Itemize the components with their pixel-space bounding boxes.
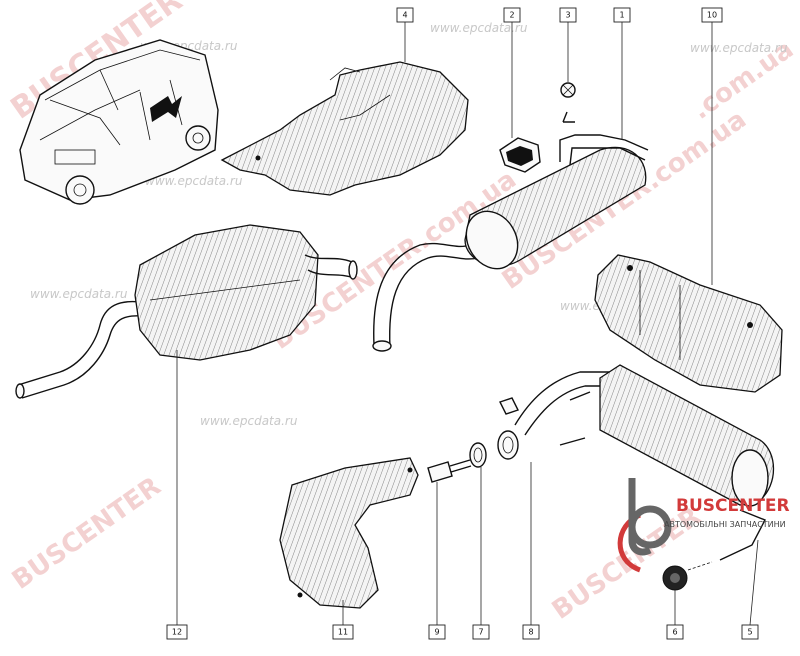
svg-text:9: 9 — [434, 628, 439, 637]
rubber-mount — [499, 137, 541, 173]
callout-3: 3 — [559, 7, 577, 23]
leader-lines — [176, 22, 759, 626]
watermark-epcdata: www.epcdata.ru — [30, 287, 128, 301]
watermark-buscenter: BUSCENTER — [7, 471, 167, 595]
heat-shield-lower — [279, 457, 419, 609]
svg-text:4: 4 — [402, 11, 407, 20]
callout-8: 8 — [522, 624, 540, 640]
svg-text:3: 3 — [565, 11, 570, 20]
svg-text:8: 8 — [528, 628, 533, 637]
svg-text:1: 1 — [619, 11, 624, 20]
svg-text:5: 5 — [747, 628, 752, 637]
callout-9: 9 — [428, 624, 446, 640]
clamp — [560, 82, 576, 123]
callout-11: 11 — [332, 624, 354, 640]
svg-text:10: 10 — [707, 11, 717, 20]
callout-12: 12 — [166, 624, 188, 640]
flange — [497, 397, 519, 460]
heat-shield-right — [594, 254, 783, 393]
watermark-epcdata: www.epcdata.ru — [145, 174, 243, 188]
watermark-epcdata: www.epcdata.ru — [690, 41, 788, 55]
hanger — [662, 561, 713, 591]
svg-text:2: 2 — [509, 11, 514, 20]
callout-1: 1 — [613, 7, 631, 23]
buscenter-logo: BUSCENTER АВТОМОБІЛЬНІ ЗАПЧАСТИНИ — [617, 478, 790, 573]
front-muffler — [372, 134, 649, 352]
heat-shield-top — [220, 61, 469, 196]
rear-muffler — [514, 364, 774, 561]
svg-text:7: 7 — [478, 628, 483, 637]
exhaust-assembly — [15, 224, 358, 399]
callout-4: 4 — [396, 7, 414, 23]
svg-text:11: 11 — [338, 628, 348, 637]
callout-5: 5 — [741, 624, 759, 640]
gasket — [469, 442, 487, 468]
van-illustration — [19, 39, 219, 205]
svg-text:6: 6 — [672, 628, 677, 637]
callout-10: 10 — [701, 7, 723, 23]
callout-6: 6 — [666, 624, 684, 640]
svg-text:12: 12 — [172, 628, 182, 637]
watermark-epcdata: www.epcdata.ru — [430, 21, 528, 35]
callout-7: 7 — [472, 624, 490, 640]
logo-brand-text: BUSCENTER — [676, 496, 790, 516]
logo-tagline: АВТОМОБІЛЬНІ ЗАПЧАСТИНИ — [664, 520, 786, 529]
bolt — [427, 459, 472, 483]
callout-2: 2 — [503, 7, 521, 23]
watermark-epcdata: www.epcdata.ru — [200, 414, 298, 428]
